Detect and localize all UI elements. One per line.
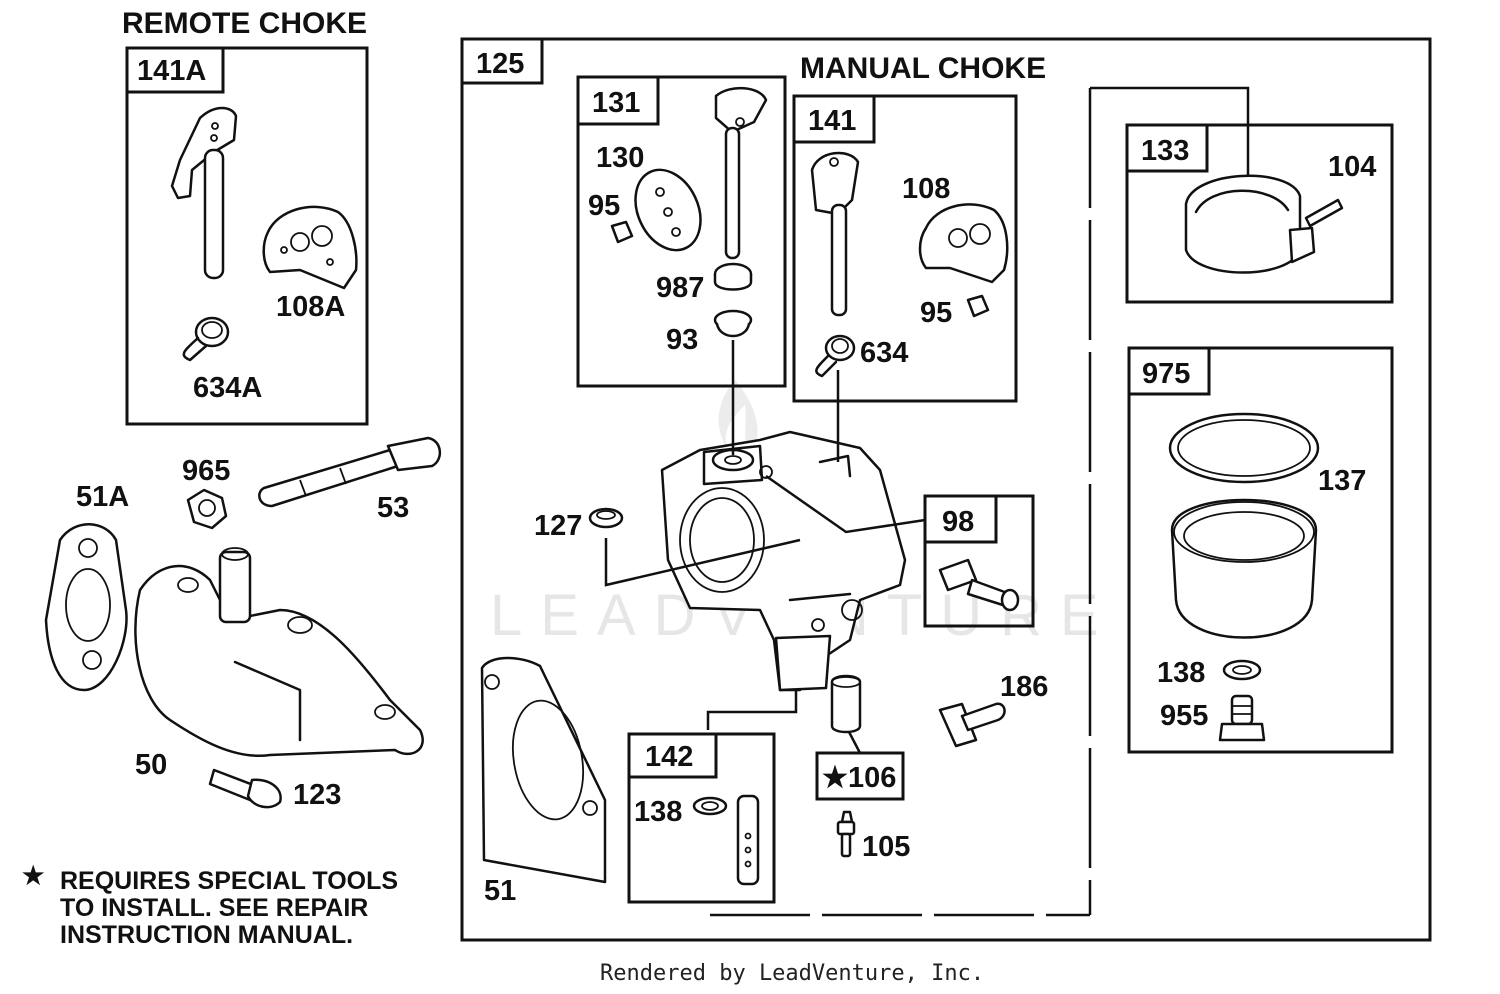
part-label-104: 104 — [1328, 151, 1376, 183]
part-label-105: 105 — [862, 831, 910, 863]
kit-label-142: 142 — [645, 741, 693, 773]
throttle-shaft-131 — [714, 87, 768, 260]
kit-label-box-141a — [125, 46, 225, 94]
gasket-51 — [480, 656, 607, 884]
bracket-top-line — [1090, 86, 1250, 205]
intake-manifold-50 — [134, 547, 424, 758]
throttle-plate-130 — [634, 168, 702, 252]
screw-95-a — [610, 220, 634, 244]
kit-label-box-98 — [923, 494, 998, 544]
nut-965 — [186, 488, 228, 530]
part-label-95-a: 95 — [588, 190, 620, 222]
seat-106 — [830, 674, 862, 734]
kit-label-box-131 — [576, 75, 660, 126]
note-line-3: INSTRUCTION MANUAL. — [60, 921, 353, 949]
part-label-137: 137 — [1318, 465, 1366, 497]
kit-label-125: 125 — [476, 48, 524, 80]
part-label-186: 186 — [1000, 671, 1048, 703]
part-label-123: 123 — [293, 779, 341, 811]
kit-box-975 — [1127, 346, 1394, 754]
idle-screw-98 — [938, 558, 1020, 612]
bowl-nut-955 — [1218, 694, 1266, 742]
part-label-53: 53 — [377, 492, 409, 524]
part-label-955: 955 — [1160, 700, 1208, 732]
kit-box-141a — [125, 46, 369, 426]
choke-shaft-141 — [810, 151, 860, 317]
screw-123 — [208, 768, 282, 809]
plug-127 — [588, 507, 624, 529]
kit-label-98: 98 — [942, 506, 974, 538]
shaft-53 — [258, 436, 441, 508]
float-bowl — [1170, 498, 1318, 639]
kit-label-box-133 — [1125, 123, 1209, 173]
kit-label-box-125 — [460, 37, 544, 85]
kit-label-box-975 — [1127, 346, 1211, 396]
part-label-93: 93 — [666, 324, 698, 356]
float-133 — [1184, 174, 1344, 274]
manual-choke-heading: MANUAL CHOKE — [800, 52, 1046, 85]
note-star: ★ — [22, 862, 45, 890]
part-label-108a: 108A — [276, 291, 345, 323]
choke-plate-108a — [262, 205, 358, 290]
choke-plate-108 — [918, 203, 1009, 284]
emulsion-tube-142 — [736, 794, 760, 886]
render-credit: Rendered by LeadVenture, Inc. — [600, 961, 984, 986]
leader-98-to-body — [765, 474, 926, 534]
part-label-634: 634 — [860, 337, 908, 369]
kit-box-106 — [815, 751, 905, 801]
choke-lever-141a — [170, 106, 238, 280]
part-label-965: 965 — [182, 455, 230, 487]
washer-138-a — [1222, 659, 1262, 681]
spring-634 — [815, 334, 856, 378]
part-label-127: 127 — [534, 510, 582, 542]
kit-label-141: 141 — [808, 105, 856, 137]
bushing-987 — [713, 262, 753, 291]
elbow-fitting-186 — [938, 702, 1006, 748]
kit-label-box-141 — [792, 94, 876, 144]
remote-choke-heading: REMOTE CHOKE — [122, 7, 367, 40]
carburetor-body — [660, 430, 907, 692]
kit-box-133 — [1125, 123, 1394, 304]
leader-142-to-body — [706, 690, 798, 730]
leader-106-to-body — [846, 729, 862, 754]
kit-label-141a: 141A — [137, 55, 206, 87]
kit-box-141 — [792, 94, 1018, 403]
washer-138-b — [692, 796, 728, 816]
part-label-51: 51 — [484, 875, 516, 907]
leader-127-to-body — [604, 538, 801, 587]
part-label-138-b: 138 — [634, 796, 682, 828]
part-label-108: 108 — [902, 173, 950, 205]
spring-634a — [182, 316, 230, 362]
needle-105 — [836, 810, 856, 858]
kit-box-125 — [460, 37, 1432, 942]
part-label-50: 50 — [135, 749, 167, 781]
kit-label-131: 131 — [592, 87, 640, 119]
part-label-51a: 51A — [76, 481, 129, 513]
screw-95-b — [966, 294, 990, 318]
kit-label-975: 975 — [1142, 358, 1190, 390]
note-line-2: TO INSTALL. SEE REPAIR — [60, 894, 368, 922]
seal-93 — [713, 309, 753, 338]
gasket-137 — [1168, 412, 1320, 484]
kit-label-box-142 — [627, 732, 718, 779]
part-label-138-a: 138 — [1157, 657, 1205, 689]
kit-label-106: ★106 — [822, 762, 896, 794]
note-line-1: REQUIRES SPECIAL TOOLS — [60, 867, 398, 895]
part-label-95-b: 95 — [920, 297, 952, 329]
kit-box-131 — [576, 75, 787, 388]
part-label-130: 130 — [596, 142, 644, 174]
part-label-634a: 634A — [193, 372, 262, 404]
part-label-987: 987 — [656, 272, 704, 304]
kit-label-133: 133 — [1141, 135, 1189, 167]
gasket-51a — [44, 523, 128, 692]
